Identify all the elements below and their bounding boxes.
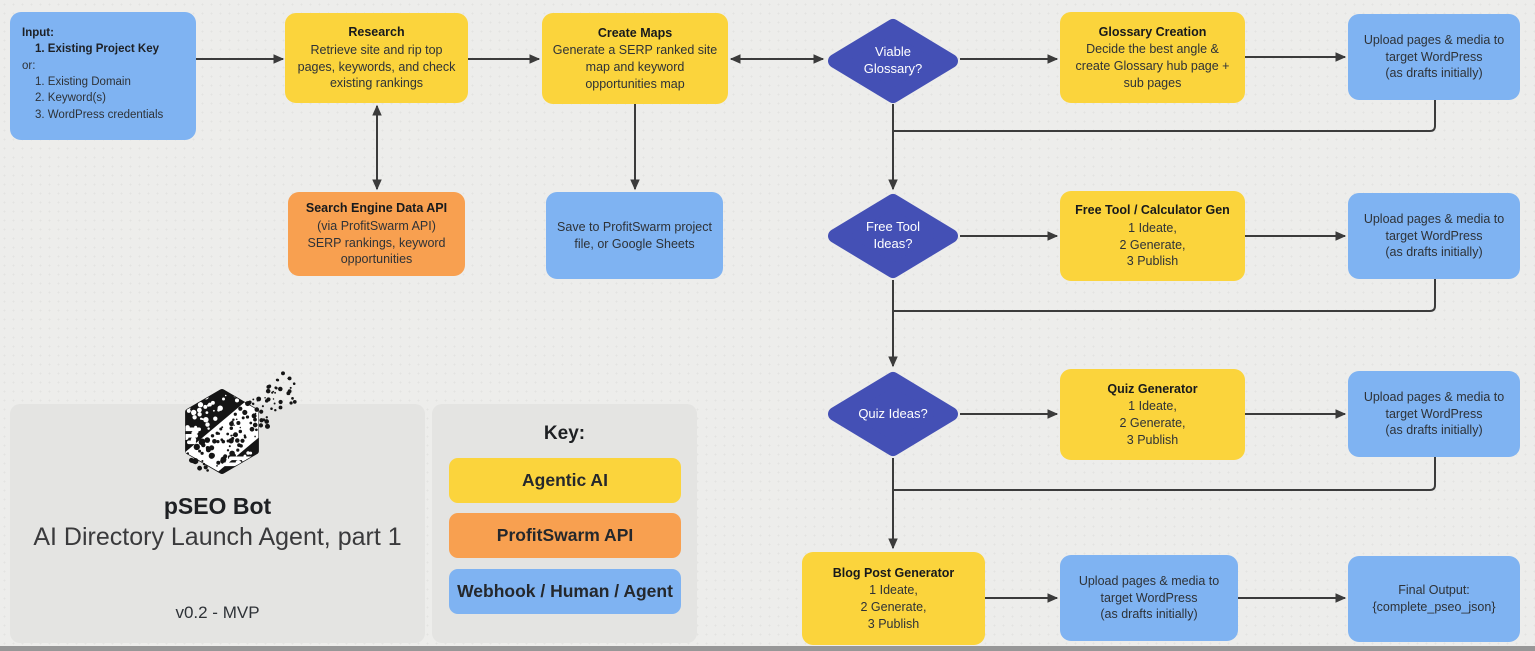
node-title: Quiz Generator (1107, 381, 1198, 396)
decision-label: Ideas? (873, 236, 913, 251)
diamond-shape (828, 194, 958, 278)
loop-upload-2-to-quiz (893, 279, 1436, 312)
key-chip-webhook-human-agent[interactable]: Webhook / Human / Agent (449, 569, 681, 614)
node-step: 1 Ideate, (1128, 220, 1177, 235)
decision-label: Viable (875, 44, 911, 60)
decision-label: Free Tool (866, 219, 920, 235)
loop-upload-3-to-blog-post (893, 457, 1436, 491)
node-body: Decide the best angle & create Glossary … (1075, 42, 1230, 90)
node-step: 2 Generate, (1119, 237, 1186, 252)
input-primary-item: 1. Existing Project Key (35, 43, 159, 56)
key-chip-profitswarm-api[interactable]: ProfitSwarm API (449, 513, 681, 558)
node-title: Free Tool / Calculator Gen (1075, 203, 1230, 218)
key-chip-label: ProfitSwarm API (496, 525, 634, 545)
node-body: (as drafts initially) (1100, 607, 1198, 622)
node-blog-post-generator[interactable]: Blog Post Generator 1 Ideate, 2 Generate… (802, 552, 985, 645)
diamond-shape (828, 19, 958, 103)
node-title: Search Engine Data API (305, 201, 448, 216)
input-heading: Input: (22, 27, 54, 39)
key-chip-label: Webhook / Human / Agent (457, 581, 673, 601)
input-or-label: or: (22, 59, 36, 72)
app-title: pSEO Bot (163, 493, 272, 519)
node-body: Generate a SERP ranked site map and keyw… (552, 43, 718, 91)
node-body: {complete_pseo_json} (1372, 600, 1496, 614)
node-body: Upload pages & media to target WordPress (1078, 574, 1220, 605)
loop-upload-1-to-free-tool (893, 100, 1436, 132)
node-research[interactable]: Research Retrieve site and rip top pages… (285, 13, 468, 103)
input-alt-item: 2. Keyword(s) (35, 92, 106, 105)
decision-viable-glossary[interactable]: Viable Glossary? (826, 17, 960, 105)
node-title: Blog Post Generator (832, 565, 955, 580)
node-body: Upload pages & media to target WordPress (1363, 33, 1505, 64)
node-body: SERP rankings, keyword opportunities (307, 235, 446, 267)
node-step: 3 Publish (867, 616, 920, 631)
node-body: (as drafts initially) (1385, 245, 1483, 260)
decision-label: Quiz Ideas? (858, 405, 928, 421)
node-quiz-generator[interactable]: Quiz Generator 1 Ideate, 2 Generate, 3 P… (1060, 369, 1245, 460)
decision-quiz-ideas[interactable]: Quiz Ideas? (826, 370, 960, 458)
node-glossary-creation[interactable]: Glossary Creation Decide the best angle … (1060, 12, 1245, 103)
app-subtitle: AI Directory Launch Agent, part 1 (33, 523, 402, 551)
node-title: Glossary Creation (1098, 24, 1207, 39)
node-step: 2 Generate, (860, 600, 927, 614)
node-step: 1 Ideate, (869, 583, 918, 598)
input-alt-item: 1. Existing Domain (35, 75, 131, 88)
node-step: 1 Ideate, (1128, 399, 1177, 414)
input-alt-item: 3. WordPress credentials (35, 108, 164, 121)
decision-label: Glossary? (863, 61, 923, 76)
node-upload-wordpress-2[interactable]: Upload pages & media to target WordPress… (1348, 193, 1520, 279)
pseo-bot-logo-icon (185, 371, 297, 474)
key-chip-label: Agentic AI (522, 470, 608, 490)
node-final-output[interactable]: Final Output: {complete_pseo_json} (1348, 556, 1520, 642)
app-version: v0.2 - MVP (175, 603, 260, 622)
node-upload-wordpress-4[interactable]: Upload pages & media to target WordPress… (1060, 555, 1238, 641)
node-body: Upload pages & media to target WordPress (1363, 212, 1505, 243)
node-body: Save to ProfitSwarm project file, or Goo… (557, 219, 712, 251)
node-body: (as drafts initially) (1385, 66, 1483, 81)
node-title: Create Maps (597, 25, 673, 40)
node-body: (via ProfitSwarm API) (317, 218, 436, 233)
key-heading: Key: (543, 423, 586, 444)
node-body: Retrieve site and rip top pages, keyword… (297, 42, 456, 91)
node-search-engine-data-api[interactable]: Search Engine Data API (via ProfitSwarm … (288, 192, 465, 276)
node-create-maps[interactable]: Create Maps Generate a SERP ranked site … (542, 13, 728, 104)
node-save-to-profitswarm[interactable]: Save to ProfitSwarm project file, or Goo… (546, 192, 723, 279)
decision-free-tool-ideas[interactable]: Free Tool Ideas? (826, 192, 960, 280)
node-body: Upload pages & media to target WordPress (1363, 390, 1505, 421)
node-step: 3 Publish (1126, 254, 1179, 269)
node-free-tool-calculator-gen[interactable]: Free Tool / Calculator Gen 1 Ideate, 2 G… (1060, 191, 1245, 281)
node-body: (as drafts initially) (1385, 423, 1483, 438)
node-input[interactable]: Input: 1. Existing Project Key or: 1. Ex… (10, 12, 196, 140)
node-body: Final Output: (1398, 583, 1470, 598)
node-step: 2 Generate, (1119, 416, 1186, 430)
node-upload-wordpress-1[interactable]: Upload pages & media to target WordPress… (1348, 14, 1520, 100)
diamond-shape (828, 372, 958, 456)
key-chip-agentic-ai[interactable]: Agentic AI (449, 458, 681, 503)
bottom-edge-bar (0, 646, 1535, 651)
node-title: Research (348, 25, 405, 40)
node-step: 3 Publish (1126, 432, 1179, 447)
node-upload-wordpress-3[interactable]: Upload pages & media to target WordPress… (1348, 371, 1520, 457)
